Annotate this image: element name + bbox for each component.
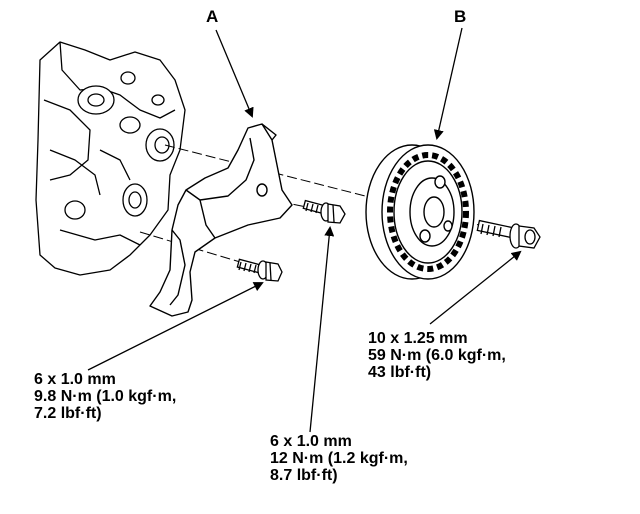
camshaft-pulley-part-b <box>365 144 475 280</box>
center-bolt-spec: 6 x 1.0 mm 12 N·m (1.2 kgf·m, 8.7 lbf·ft… <box>270 433 408 484</box>
leader-a <box>215 29 254 118</box>
callout-a: A <box>206 7 218 26</box>
back-cover-part-a <box>149 123 293 317</box>
center-bolt <box>302 199 346 224</box>
cover-bolt-spec: 6 x 1.0 mm 9.8 N·m (1.0 kgf·m, 7.2 lbf·f… <box>34 371 176 422</box>
pulley-bolt-torque: 59 N·m (6.0 kgf·m, <box>368 347 506 364</box>
cover-bolt-torque: 9.8 N·m (1.0 kgf·m, <box>34 388 177 405</box>
pulley-bolt-spec: 10 x 1.25 mm 59 N·m (6.0 kgf·m, 43 lbf·f… <box>368 330 506 381</box>
pulley-bolt-torque-imperial: 43 lbf·ft) <box>368 364 432 381</box>
center-bolt-size: 6 x 1.0 mm <box>270 433 352 450</box>
cover-bolt-torque-imperial: 7.2 lbf·ft) <box>34 405 102 422</box>
cylinder-head <box>35 41 186 276</box>
leader-b <box>433 27 463 140</box>
callout-b: B <box>454 7 466 26</box>
cover-bolt-size: 6 x 1.0 mm <box>34 371 116 388</box>
cover-bolt <box>236 258 283 282</box>
pulley-bolt <box>476 219 541 249</box>
leader-center-bolt <box>309 226 335 433</box>
center-bolt-torque-imperial: 8.7 lbf·ft) <box>270 467 338 484</box>
pulley-bolt-size: 10 x 1.25 mm <box>368 330 468 347</box>
center-bolt-torque: 12 N·m (1.2 kgf·m, <box>270 450 408 467</box>
leader-lines <box>87 27 522 433</box>
leader-pulley-bolt <box>429 250 522 325</box>
leader-cover-bolt <box>87 282 264 371</box>
